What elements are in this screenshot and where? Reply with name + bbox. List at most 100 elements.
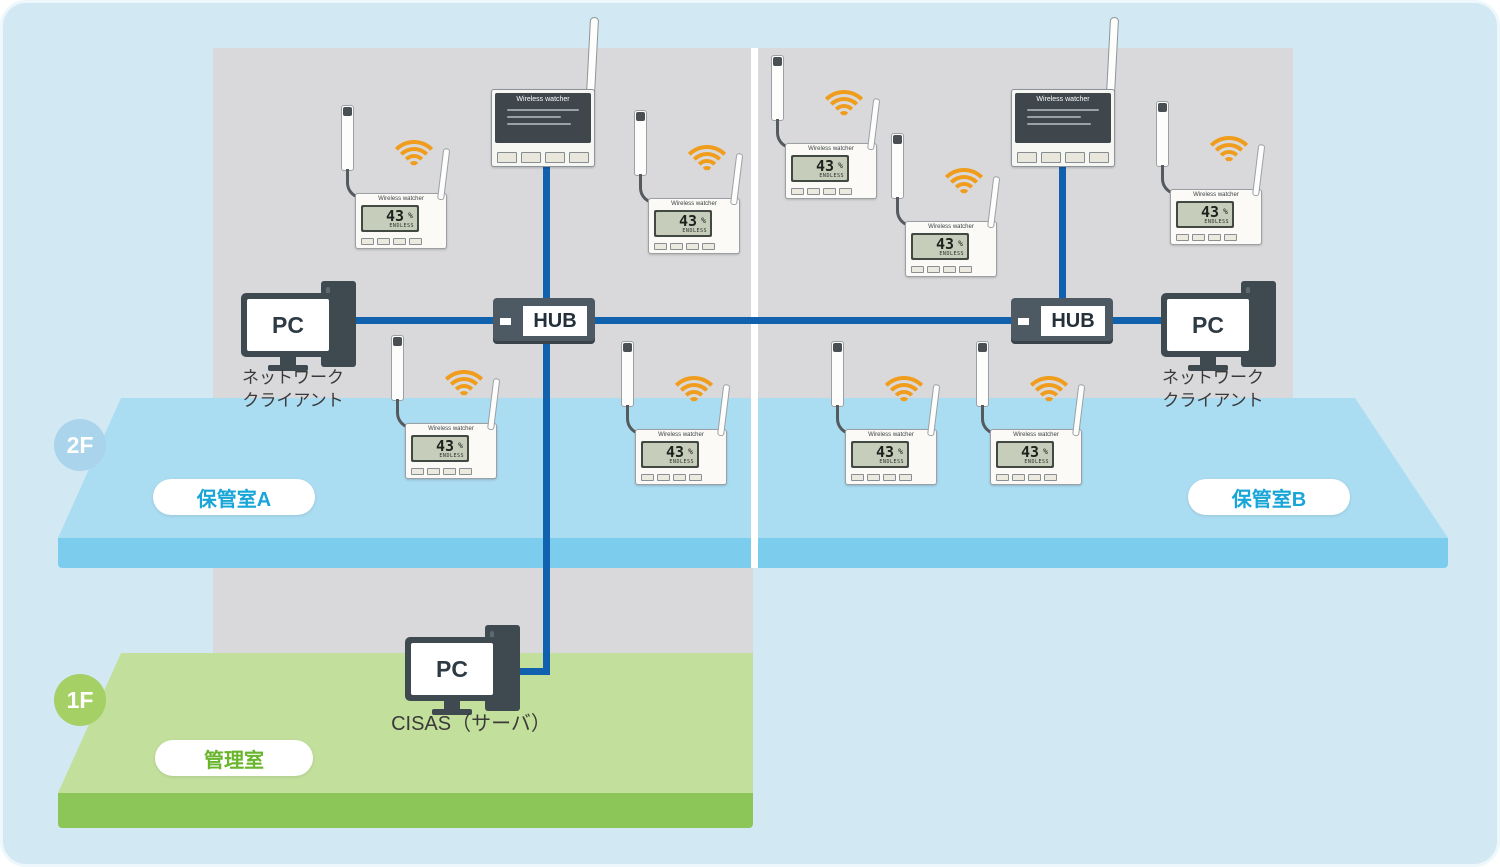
server-caption: CISAS（サーバ） (391, 713, 551, 735)
lcd-unit: % (898, 447, 903, 456)
button-row (1176, 234, 1237, 241)
wifi-signal-icon (667, 361, 721, 403)
pc-monitor-icon: PC (1161, 293, 1255, 357)
lcd-subtext: ENDLESS (879, 459, 904, 465)
lan-line-server-elbow (509, 668, 550, 675)
probe-icon (976, 341, 989, 407)
lcd-unit: % (1043, 447, 1048, 456)
button-row (911, 266, 972, 273)
lcd-unit: % (408, 211, 413, 220)
pc-base-icon (268, 365, 308, 371)
sensor-body: Wireless watcher 43%ENDLESS (990, 383, 1086, 485)
sensor-unit: Wireless watcher 43%ENDLESS (634, 110, 784, 260)
lcd-display: 43% ENDLESS (851, 441, 909, 468)
sensor-unit: Wireless watcher 43%ENDLESS (771, 55, 921, 205)
button-row (497, 152, 589, 163)
pc-screen-label: PC (1167, 299, 1249, 351)
lcd-unit: % (688, 447, 693, 456)
pc-stand-icon (280, 357, 296, 365)
device-title: Wireless watcher (868, 432, 914, 438)
lcd-unit: % (838, 161, 843, 170)
device-title: Wireless watcher (378, 196, 424, 202)
button-row (641, 474, 702, 481)
device-title: Wireless watcher (1036, 96, 1090, 103)
sensor-body: Wireless watcher 43%ENDLESS (648, 152, 744, 254)
lcd-subtext: ENDLESS (1024, 459, 1049, 465)
button-row (851, 474, 912, 481)
wifi-signal-icon (817, 75, 871, 117)
lcd-unit: % (701, 216, 706, 225)
led-rows (495, 109, 591, 125)
lcd-reading: 43 (435, 437, 454, 455)
wifi-signal-icon (387, 125, 441, 167)
button-row (791, 188, 852, 195)
lcd-reading: 43 (1200, 203, 1219, 221)
base-station-panel: Wireless watcher (1015, 93, 1111, 143)
probe-icon (891, 133, 904, 199)
lan-line-basestation-left (543, 163, 550, 301)
client-caption-right: ネットワーク クライアント (1162, 368, 1264, 410)
lcd-subtext: ENDLESS (389, 223, 414, 229)
wifi-signal-icon (680, 130, 734, 172)
lcd-display: 43%ENDLESS (654, 210, 712, 237)
device-title: Wireless watcher (516, 96, 570, 103)
lcd-reading: 43 (1020, 443, 1039, 461)
pc-screen-label: PC (411, 643, 493, 695)
lan-line-horizontal (351, 317, 1165, 324)
room-label-control: 管理室 (155, 740, 313, 776)
sensor-body: Wireless watcher 43%ENDLESS (785, 97, 881, 199)
lcd-reading: 43 (678, 212, 697, 230)
lcd-display: 43% ENDLESS (361, 205, 419, 232)
pc-server: PC (405, 625, 523, 721)
lcd-subtext: ENDLESS (819, 173, 844, 179)
room-divider-wall (751, 48, 758, 568)
button-row (361, 238, 422, 245)
sensor-unit: Wireless watcher 43%ENDLESS (621, 341, 771, 491)
sensor-unit: Wireless watcher 43%ENDLESS (1156, 101, 1306, 251)
lcd-unit: % (458, 441, 463, 450)
hub-left: HUB (493, 298, 595, 344)
pc-client-left: PC (241, 281, 359, 377)
pc-monitor-icon: PC (405, 637, 499, 701)
hub-label: HUB (1041, 306, 1105, 336)
wifi-signal-icon (1202, 121, 1256, 163)
probe-icon (831, 341, 844, 407)
pc-base-icon (1188, 365, 1228, 371)
probe-icon (634, 110, 647, 176)
device-title: Wireless watcher (1193, 192, 1239, 198)
sensor-body: Wireless watcher 43% ENDLESS (845, 383, 941, 485)
hub-led-icon (1018, 318, 1029, 325)
sensor-body: Wireless watcher 43%ENDLESS (1170, 143, 1266, 245)
pc-stand-icon (1200, 357, 1216, 365)
button-row (411, 468, 472, 475)
wifi-signal-icon (1022, 361, 1076, 403)
floor-1f-front-edge (58, 793, 753, 828)
wifi-signal-icon (877, 361, 931, 403)
button-row (654, 243, 715, 250)
base-station-left: Wireless watcher (491, 16, 600, 169)
lcd-subtext: ENDLESS (1204, 219, 1229, 225)
sensor-body: Wireless watcher 43%ENDLESS (635, 383, 731, 485)
lcd-display: 43% ENDLESS (411, 435, 469, 462)
wifi-signal-icon (937, 153, 991, 195)
lcd-reading: 43 (935, 235, 954, 253)
floor-badge-1f: 1F (54, 674, 106, 726)
lcd-display: 43% ENDLESS (996, 441, 1054, 468)
lcd-reading: 43 (385, 207, 404, 225)
lcd-subtext: ENDLESS (439, 453, 464, 459)
lcd-reading: 43 (665, 443, 684, 461)
pc-screen-label: PC (247, 299, 329, 351)
pc-stand-icon (444, 701, 460, 709)
device-title: Wireless watcher (658, 432, 704, 438)
base-station-right: Wireless watcher (1011, 16, 1120, 169)
lcd-subtext: ENDLESS (939, 251, 964, 257)
probe-icon (341, 105, 354, 171)
room-label-storage-b: 保管室B (1188, 479, 1350, 515)
lan-line-basestation-right (1059, 163, 1066, 301)
button-row (1017, 152, 1109, 163)
lcd-display: 43%ENDLESS (791, 155, 849, 182)
device-title: Wireless watcher (928, 224, 974, 230)
lcd-reading: 43 (875, 443, 894, 461)
hub-right: HUB (1011, 298, 1113, 344)
